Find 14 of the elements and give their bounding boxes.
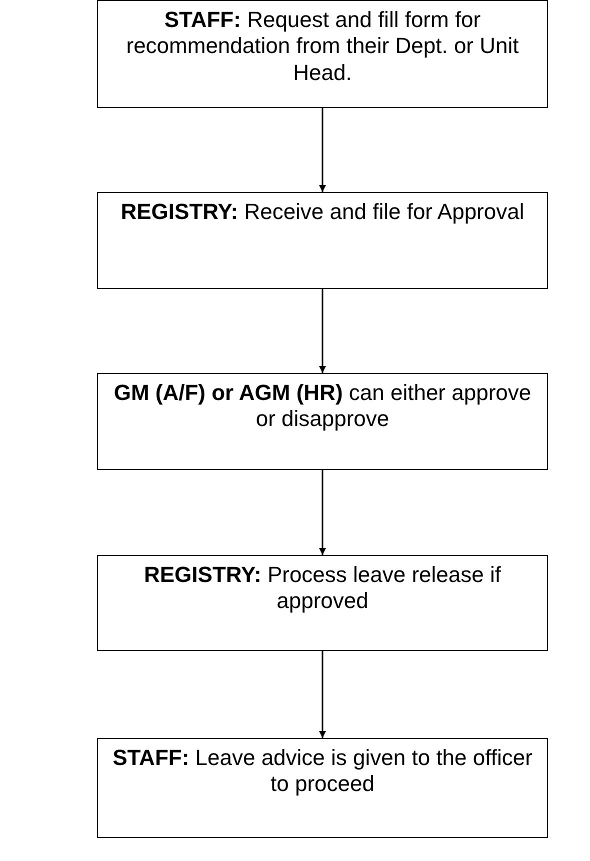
process-box	[97, 555, 548, 651]
step-text: REGISTRY: Receive and file for Approval	[120, 199, 524, 226]
arrow	[319, 108, 326, 192]
process-box	[97, 0, 548, 108]
arrow	[319, 470, 326, 555]
process-box	[97, 192, 548, 289]
arrow	[319, 651, 326, 738]
process-box	[97, 373, 548, 470]
step-text: GM (A/F) or AGM (HR) can either approve or disapprove	[112, 380, 532, 433]
process-box	[97, 738, 548, 838]
step-text: STAFF: Leave advice is given to the officer to proceed	[112, 745, 534, 798]
arrow	[319, 289, 326, 373]
step-text: STAFF: Request and fill form for recommendation from their Dept. or Unit Head.	[125, 7, 520, 86]
step-text: REGISTRY: Process leave release if approved	[142, 562, 502, 615]
